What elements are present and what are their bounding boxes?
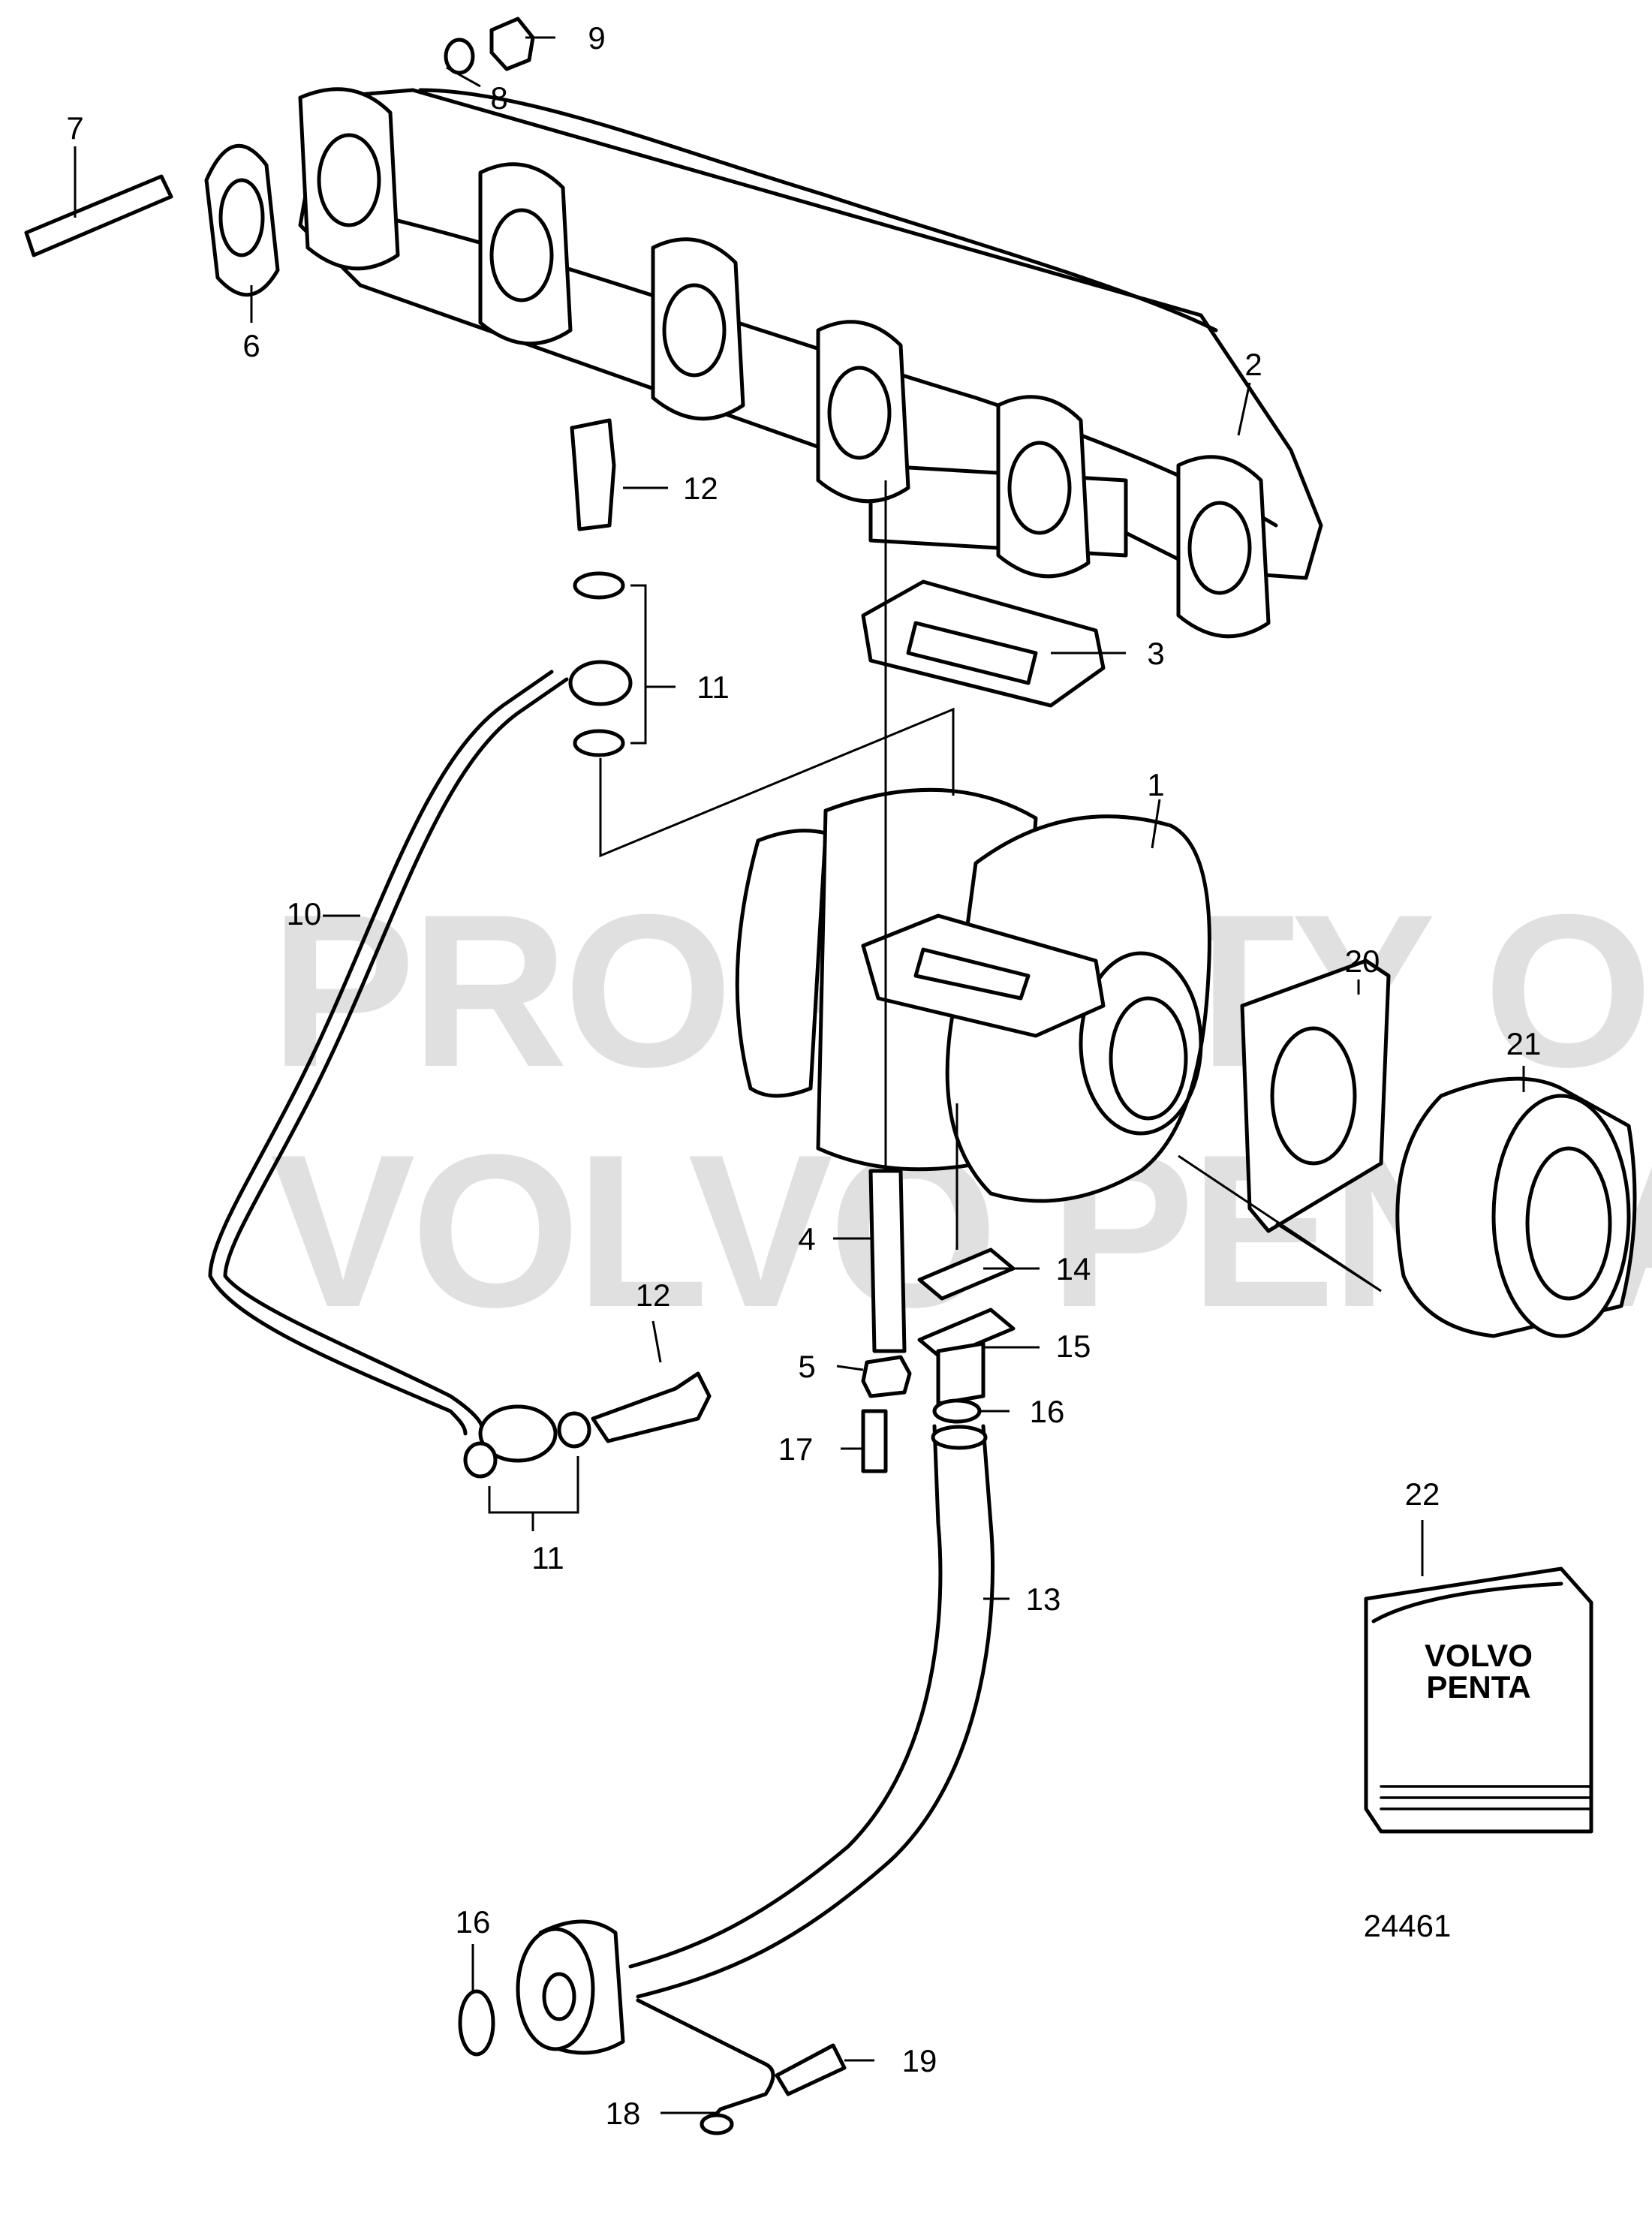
- callout-2: 2: [1244, 347, 1262, 382]
- o-ring-lower: [458, 1989, 495, 2057]
- callout-9: 9: [588, 20, 605, 56]
- callout-5: 5: [798, 1349, 815, 1384]
- callout-18: 18: [606, 2096, 641, 2131]
- callout-10: 10: [287, 896, 322, 931]
- turbo-nut: [861, 1355, 912, 1398]
- turbo-flange-gasket: [861, 579, 1106, 708]
- callout-11-lower: 11: [531, 1540, 564, 1575]
- callout-11-upper: 11: [697, 670, 730, 705]
- callout-17: 17: [778, 1431, 814, 1467]
- drain-flange: [917, 1308, 1016, 1361]
- callout-15: 15: [1056, 1329, 1091, 1364]
- package-logo-penta: PENTA: [1426, 1669, 1530, 1705]
- o-ring-upper: [932, 1398, 982, 1424]
- drawing-number: 24461: [1364, 1908, 1452, 1943]
- outlet-gasket: [1240, 959, 1391, 1233]
- banjo-bolt-lower: [591, 1371, 712, 1443]
- callout-16-upper: 16: [1030, 1394, 1065, 1429]
- callout-6: 6: [242, 328, 260, 363]
- callout-1: 1: [1147, 767, 1164, 802]
- callout-22: 22: [1405, 1476, 1440, 1512]
- callout-4: 4: [798, 1221, 815, 1256]
- callout-3: 3: [1147, 636, 1164, 671]
- callout-19: 19: [902, 2043, 937, 2078]
- outlet-adapter: [1395, 1076, 1637, 1338]
- turbo-stud: [868, 1169, 907, 1353]
- screw: [861, 1409, 888, 1473]
- oil-feed-pipe: [223, 677, 569, 1436]
- banjo-assembly-lower: [463, 1371, 712, 1479]
- stud: [24, 174, 173, 257]
- manifold-flanges: [298, 87, 1271, 639]
- callout-16-lower: 16: [456, 1904, 491, 1940]
- exhaust-manifold: [298, 87, 1323, 639]
- turbocharger: [735, 787, 1211, 1203]
- leader-lines: [74, 36, 1525, 2114]
- nut: [489, 17, 535, 71]
- parts-package: VOLVO PENTA: [1364, 1566, 1593, 1834]
- callout-12-upper: 12: [683, 471, 718, 506]
- callout-12-lower: 12: [636, 1278, 671, 1313]
- package-logo-volvo: VOLVO: [1425, 1638, 1533, 1673]
- callout-labels: 1 2 3 4 5 6 7 8 9 10 11 11 12 12 13 14 1…: [66, 20, 1541, 2131]
- drain-fitting: [516, 1919, 625, 2055]
- washer: [444, 38, 475, 75]
- sealing-washers-upper: [568, 571, 633, 757]
- bracket-screw: [775, 2043, 847, 2096]
- oil-drain-pipe: [628, 1424, 943, 1969]
- callout-13: 13: [1026, 1581, 1061, 1617]
- callout-14: 14: [1056, 1251, 1091, 1287]
- callout-20: 20: [1345, 943, 1380, 979]
- manifold-gasket: [204, 143, 280, 297]
- callout-21: 21: [1506, 1026, 1542, 1061]
- banjo-bolt-upper: [570, 418, 616, 531]
- callout-8: 8: [490, 80, 507, 116]
- callout-7: 7: [66, 110, 83, 146]
